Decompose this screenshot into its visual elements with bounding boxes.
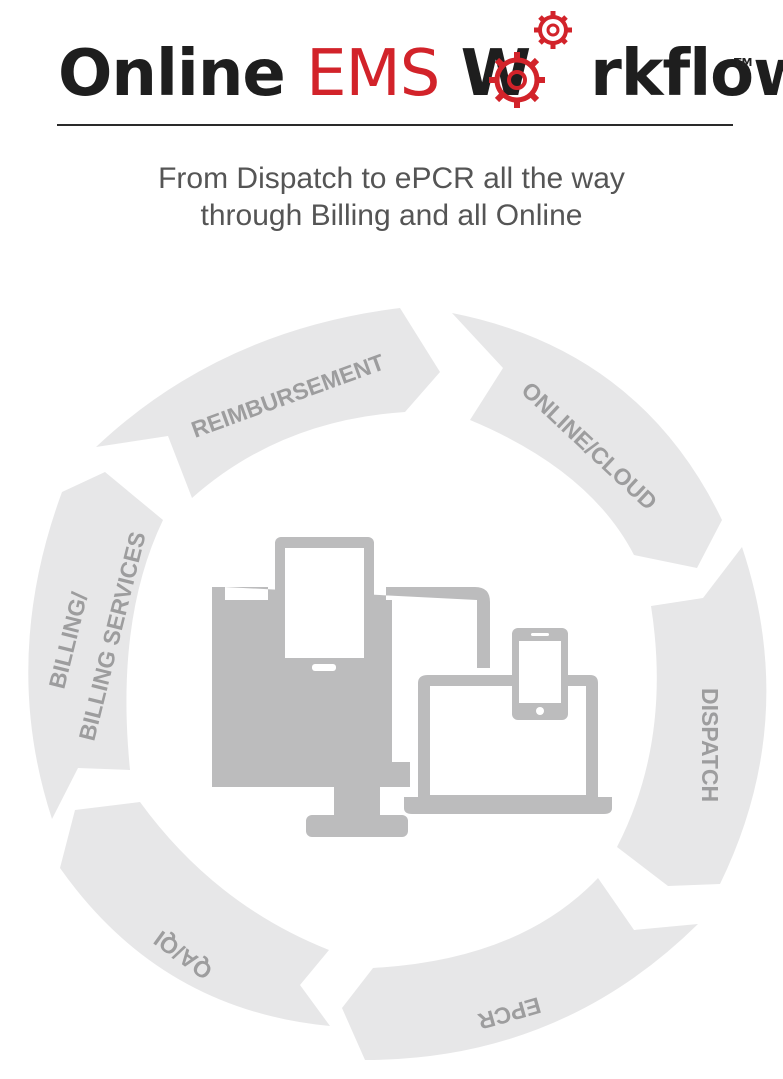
arrow-billing xyxy=(28,472,164,819)
logo-underline xyxy=(57,124,733,126)
workflow-cycle-diagram: REIMBURSEMENT ONLINE/CLOUD DISPATCH EPCR… xyxy=(28,308,767,1060)
logo-word-ems: EMS xyxy=(306,37,440,111)
logo-word-online: Online xyxy=(58,37,286,111)
label-dispatch: DISPATCH xyxy=(697,688,723,802)
tagline-line-1: From Dispatch to ePCR all the way xyxy=(158,162,625,195)
arrow-online-cloud xyxy=(452,313,722,568)
tagline: From Dispatch to ePCR all the way throug… xyxy=(0,160,783,234)
gears-icon xyxy=(489,11,572,108)
arrow-epcr xyxy=(342,878,698,1060)
arrow-dispatch xyxy=(617,547,767,886)
trademark: TM xyxy=(734,56,753,69)
laptop-icon xyxy=(404,675,612,814)
smartphone-icon xyxy=(512,628,568,720)
tablet-icon xyxy=(275,537,374,677)
arrow-reimbursement xyxy=(96,308,440,498)
devices-illustration xyxy=(212,537,612,837)
cycle-arrows xyxy=(28,308,767,1060)
tagline-line-2: through Billing and all Online xyxy=(200,199,583,232)
arrow-qa-qi xyxy=(60,802,330,1026)
logo-word-rkflow: rkflow xyxy=(590,37,783,111)
